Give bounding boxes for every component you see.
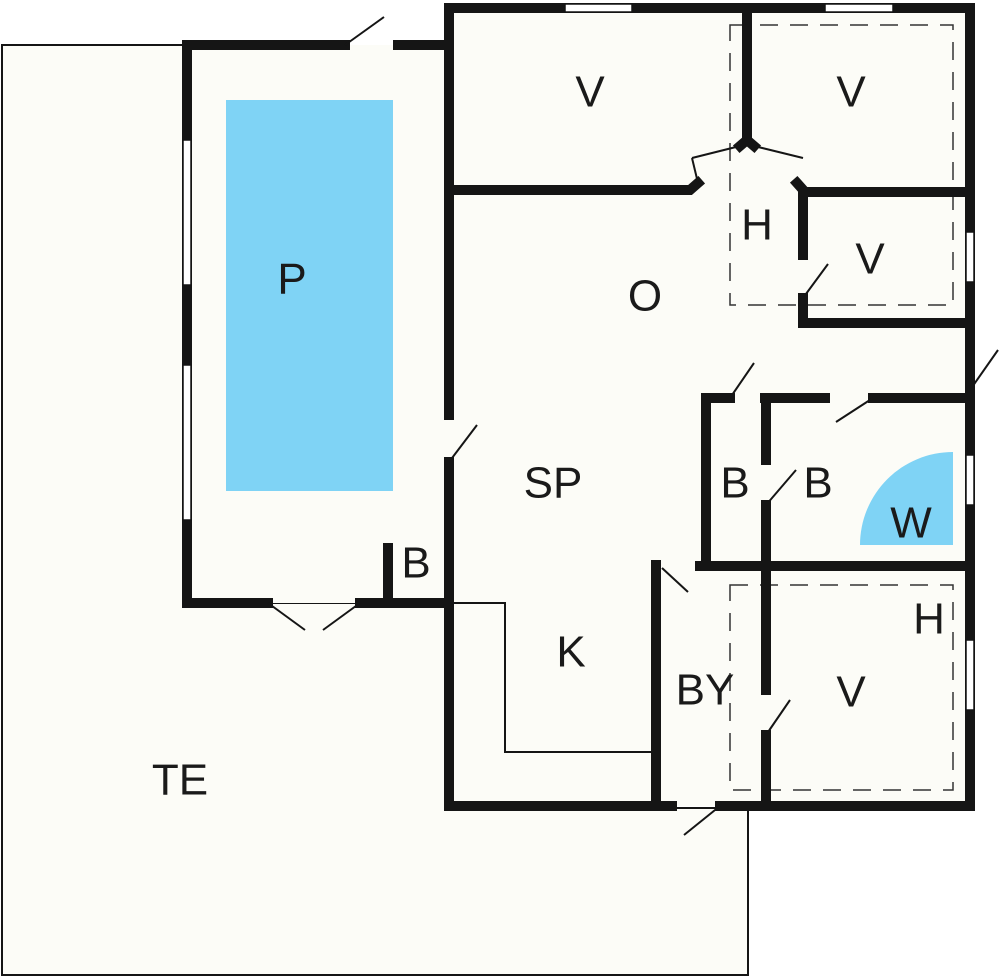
label-loft: H <box>741 201 773 250</box>
windows <box>182 3 975 711</box>
whirlpool <box>860 452 953 545</box>
label-bath: B <box>803 459 832 508</box>
label-bedroom: V <box>855 235 885 284</box>
label-terrace: TE <box>152 756 208 805</box>
label-bath: B <box>401 539 430 588</box>
label-living: O <box>628 272 662 321</box>
walls <box>182 3 975 811</box>
label-pool: P <box>277 255 306 304</box>
label-loft: H <box>913 595 945 644</box>
label-dining: SP <box>524 459 583 508</box>
doors <box>267 16 999 836</box>
pool <box>226 100 393 491</box>
label-utility: BY <box>676 666 735 715</box>
loft-outline <box>729 584 954 791</box>
kitchen-counter <box>449 602 656 753</box>
label-whirlpool: W <box>890 499 932 548</box>
label-kitchen: K <box>556 628 585 677</box>
label-bedroom: V <box>836 68 866 117</box>
label-bath: B <box>720 459 749 508</box>
label-bedroom: V <box>575 68 605 117</box>
label-bedroom: V <box>836 668 866 717</box>
loft-outline <box>729 24 954 306</box>
